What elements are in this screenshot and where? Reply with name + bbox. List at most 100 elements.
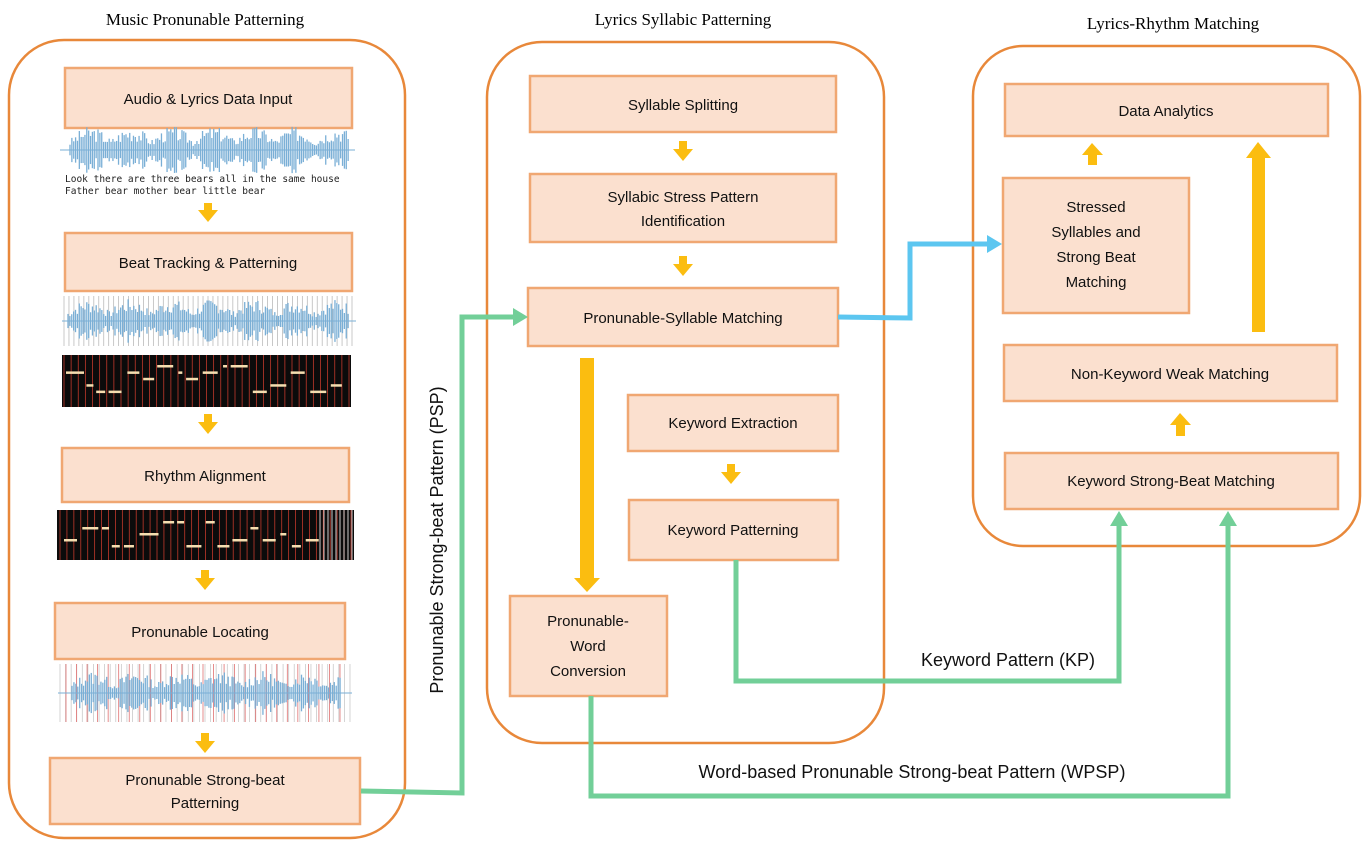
box-stress-pattern-label-2: Identification bbox=[641, 213, 725, 230]
box-rhythm-alignment-label: Rhythm Alignment bbox=[144, 468, 267, 485]
note-segment bbox=[290, 371, 305, 374]
arrow-down-7 bbox=[727, 464, 735, 472]
note-segment bbox=[157, 365, 174, 368]
note-segment bbox=[111, 545, 120, 548]
note-segment bbox=[82, 527, 99, 530]
box-word-conversion bbox=[508, 594, 669, 698]
connector-psp-head bbox=[513, 308, 528, 326]
rhythm-grid-1 bbox=[62, 355, 351, 407]
waveform-input bbox=[60, 126, 355, 174]
note-segment bbox=[186, 545, 202, 548]
arrow-down-7-head bbox=[721, 472, 741, 484]
box-non-keyword bbox=[1002, 343, 1339, 403]
section-title-syllabic: Lyrics Syllabic Patterning bbox=[595, 10, 772, 29]
panel-music bbox=[7, 38, 407, 840]
beat-tracking-waveform bbox=[62, 296, 356, 346]
box-keyword-patterning-label: Keyword Patterning bbox=[668, 522, 799, 539]
note-segment bbox=[205, 521, 215, 524]
box-stressed-syllables-label-4: Matching bbox=[1066, 274, 1127, 291]
section-title-matching: Lyrics-Rhythm Matching bbox=[1087, 14, 1260, 33]
note-segment bbox=[123, 545, 134, 548]
box-data-analytics bbox=[1003, 82, 1330, 138]
note-segment bbox=[186, 377, 199, 381]
note-segment bbox=[252, 390, 267, 394]
note-segment bbox=[108, 390, 122, 394]
note-segment bbox=[202, 371, 218, 374]
connector-kp-head bbox=[1110, 511, 1128, 526]
note-segment bbox=[139, 533, 159, 536]
box-data-analytics-label: Data Analytics bbox=[1118, 103, 1213, 120]
box-stress-pattern-label-1: Syllabic Stress Pattern bbox=[608, 189, 759, 206]
note-segment bbox=[223, 365, 228, 368]
box-stressed-syllables-label-3: Strong Beat bbox=[1056, 249, 1136, 266]
note-segment bbox=[232, 539, 248, 542]
note-segment bbox=[217, 545, 230, 548]
note-segment bbox=[230, 365, 248, 368]
box-stress-pattern bbox=[528, 172, 838, 244]
rhythm-grid-2 bbox=[57, 510, 354, 560]
box-rhythm-alignment bbox=[60, 446, 351, 504]
connector-blue-head bbox=[987, 235, 1002, 253]
locating-waveform bbox=[58, 664, 352, 722]
box-syllable-splitting bbox=[528, 74, 838, 134]
box-strong-beat-patterning-label-2: Patterning bbox=[171, 795, 239, 812]
connector-psp-label: Pronunable Strong-beat Pattern (PSP) bbox=[427, 386, 447, 693]
box-pronunable-locating bbox=[53, 601, 347, 661]
note-segment bbox=[330, 384, 342, 387]
arrow-down-4-head bbox=[195, 741, 215, 753]
connector-kp-label: Keyword Pattern (KP) bbox=[921, 650, 1095, 670]
connector-kp bbox=[733, 524, 1122, 684]
box-beat-tracking-label: Beat Tracking & Patterning bbox=[119, 255, 297, 272]
arrow-up-2-head bbox=[1170, 413, 1191, 425]
note-segment bbox=[143, 377, 155, 381]
arrow-down-4 bbox=[201, 733, 209, 741]
arrow-up-long-head bbox=[1246, 142, 1271, 158]
arrow-up-1 bbox=[1088, 155, 1097, 165]
note-segment bbox=[64, 539, 77, 542]
lyrics-line-1: Look there are three bears all in the sa… bbox=[65, 174, 340, 185]
arrow-down-long bbox=[580, 358, 594, 578]
note-segment bbox=[310, 390, 327, 394]
box-word-conversion-label-2: Word bbox=[570, 638, 606, 655]
box-keyword-extraction-label: Keyword Extraction bbox=[668, 415, 797, 432]
box-keyword-strong bbox=[1003, 451, 1340, 511]
box-keyword-patterning bbox=[627, 498, 840, 562]
note-segment bbox=[178, 371, 183, 374]
box-strong-beat-patterning bbox=[48, 756, 362, 826]
note-segment bbox=[127, 371, 140, 374]
box-syllable-splitting-label: Syllable Splitting bbox=[628, 97, 738, 114]
note-segment bbox=[86, 384, 94, 387]
connector-blue bbox=[837, 241, 990, 321]
arrow-up-2 bbox=[1176, 425, 1185, 436]
box-pronunable-syllable bbox=[526, 286, 840, 348]
box-stressed-syllables bbox=[1001, 176, 1191, 315]
arrow-down-3 bbox=[201, 570, 209, 578]
note-segment bbox=[291, 545, 301, 548]
section-title-music: Music Pronunable Patterning bbox=[106, 10, 305, 29]
connector-wpsp-label: Word-based Pronunable Strong-beat Patter… bbox=[699, 762, 1126, 782]
note-segment bbox=[163, 521, 175, 524]
connector-wpsp bbox=[588, 524, 1231, 799]
box-beat-tracking bbox=[63, 231, 354, 293]
arrow-down-2 bbox=[204, 414, 212, 422]
box-strong-beat-patterning-label-1: Pronunable Strong-beat bbox=[125, 772, 285, 789]
arrow-down-1 bbox=[204, 203, 212, 210]
note-segment bbox=[177, 521, 185, 524]
connector-psp bbox=[360, 314, 517, 796]
arrow-down-1-head bbox=[198, 210, 218, 222]
box-non-keyword-label: Non-Keyword Weak Matching bbox=[1071, 366, 1269, 383]
arrow-down-3-head bbox=[195, 578, 215, 590]
note-segment bbox=[66, 371, 84, 374]
box-audio-input-label: Audio & Lyrics Data Input bbox=[124, 91, 294, 108]
note-segment bbox=[250, 527, 259, 530]
note-segment bbox=[305, 539, 319, 542]
arrow-down-5 bbox=[679, 141, 687, 149]
box-word-conversion-label-3: Conversion bbox=[550, 663, 626, 680]
box-stressed-syllables-label-1: Stressed bbox=[1066, 199, 1125, 216]
box-word-conversion-label-1: Pronunable- bbox=[547, 613, 629, 630]
arrow-up-1-head bbox=[1082, 143, 1103, 155]
panel-syllabic bbox=[485, 40, 886, 745]
lyrics-line-2: Father bear mother bear little bear bbox=[65, 186, 265, 197]
note-segment bbox=[102, 527, 110, 530]
